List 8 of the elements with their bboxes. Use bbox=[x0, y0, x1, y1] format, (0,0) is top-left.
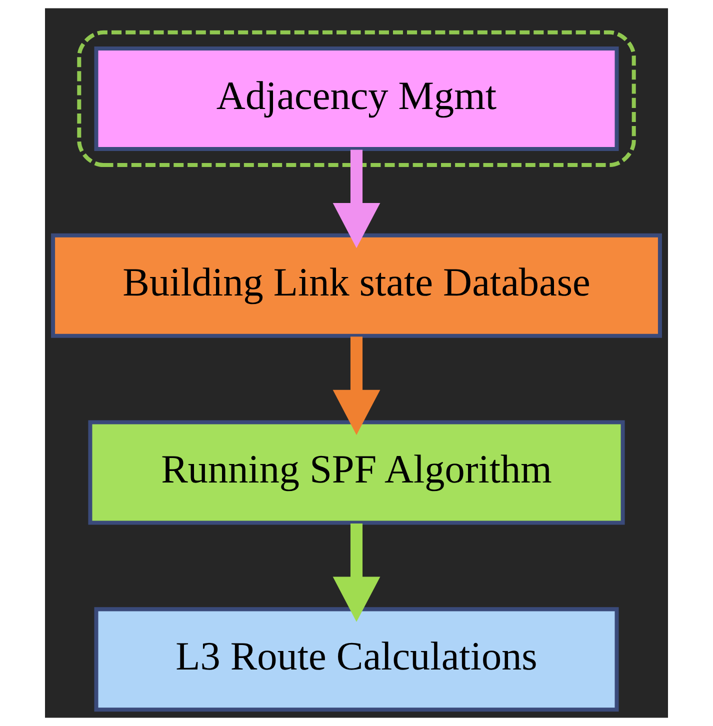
arrow bbox=[332, 150, 380, 248]
arrow bbox=[332, 524, 380, 622]
node-box: Building Link state Database bbox=[51, 233, 662, 338]
node-box: Adjacency Mgmt bbox=[94, 46, 619, 151]
cluster bbox=[77, 30, 636, 168]
node-box: Running SPF Algorithm bbox=[88, 420, 625, 525]
node-box: L3 Route Calculations bbox=[94, 607, 619, 712]
arrow bbox=[332, 336, 380, 435]
